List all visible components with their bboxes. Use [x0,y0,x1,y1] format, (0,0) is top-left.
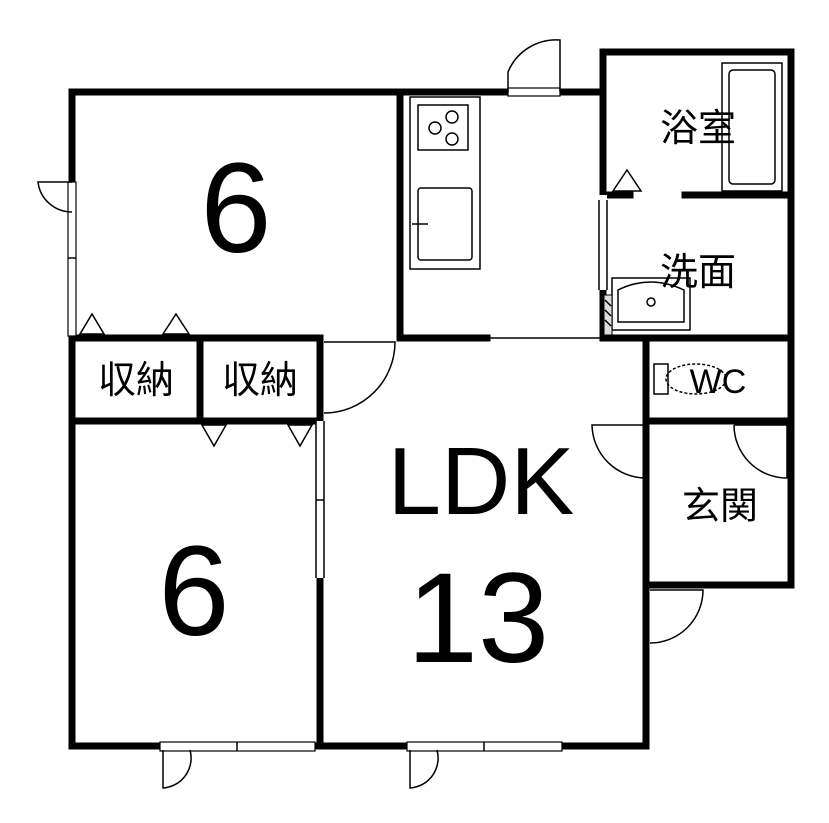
wash-basin-icon [603,277,691,336]
entrance-label: 玄関 [682,484,758,528]
storage-left-label: 収納 [98,358,174,402]
storage-right-label: 収納 [222,358,298,402]
ldk-label: LDK [388,428,575,535]
closet-markers [78,168,643,448]
kitchen-counter [409,96,481,270]
bath-label: 浴室 [660,106,736,150]
windows [67,87,608,752]
bedroom-top-size: 6 [200,137,271,280]
stove-burner-icon [445,110,459,124]
toilet-icon [653,363,727,395]
doors [37,39,788,789]
washroom-label: 洗面 [660,250,736,294]
bedroom-bottom-size: 6 [158,520,229,663]
toilet-label: WC [690,363,747,401]
ldk-size: 13 [407,547,549,690]
stove-burner-icon [428,121,442,135]
room-labels: 6 6 LDK 13 浴室 洗面 WC 玄関 収納 収納 [98,106,758,690]
stove-burner-icon [445,132,459,146]
bathtub-icon [721,62,783,192]
